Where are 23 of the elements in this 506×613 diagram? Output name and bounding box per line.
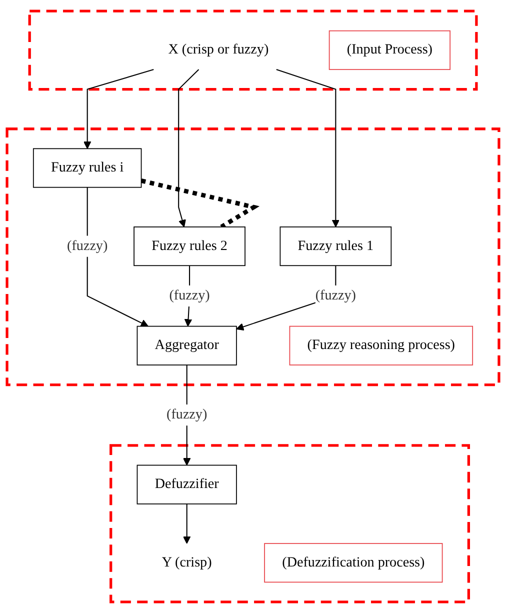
cluster [28,10,478,91]
edge-label: (fuzzy) [166,407,208,422]
node-box: Fuzzy rules 2 [134,226,246,266]
node-box: Defuzzifier [136,464,237,504]
node-box: (Defuzzification process) [264,543,443,583]
edge-label: (fuzzy) [67,238,108,254]
arrow [178,69,200,228]
node-text: Y (crisp) [162,554,212,570]
connector [140,178,260,229]
cluster [110,444,470,604]
node-box: (Input Process) [328,30,450,70]
arrow [83,69,154,149]
node-box: (Fuzzy reasoning process) [289,326,474,366]
arrow [86,187,148,327]
node-text: X (crisp or fuzzy) [168,42,269,58]
node-box: Fuzzy rules 1 [280,226,392,266]
arrow [182,504,191,544]
arrow [276,69,340,228]
cluster [6,128,500,386]
edge-label: (fuzzy) [169,288,210,303]
edge-label: (fuzzy) [315,288,356,303]
node-box: Aggregator [136,326,237,366]
node-box: Fuzzy rules i [32,148,142,188]
